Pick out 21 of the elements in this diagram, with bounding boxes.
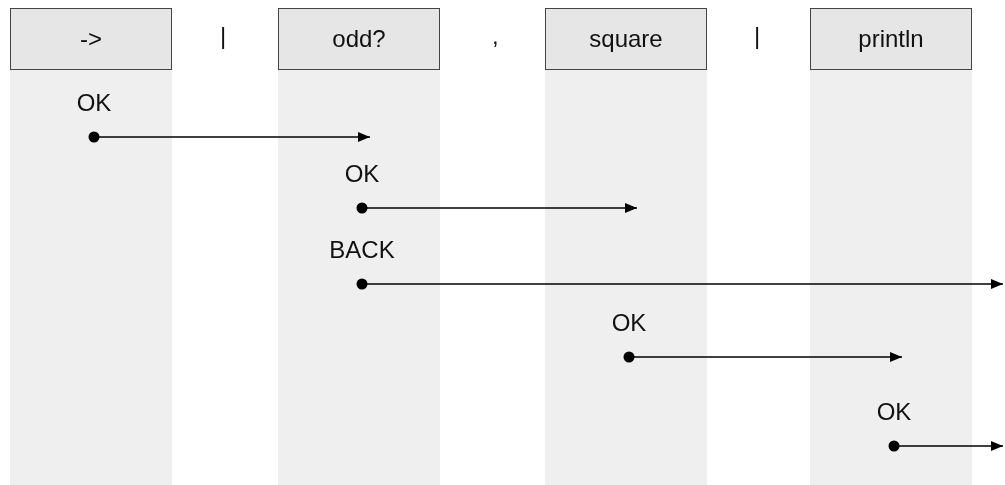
separator-symbol: |: [754, 22, 761, 50]
edge-label: OK: [344, 160, 380, 188]
separator-symbol: |: [220, 22, 227, 50]
lane-column: [545, 8, 707, 485]
lane-header-box: println: [810, 8, 972, 70]
lane-column: [810, 8, 972, 485]
edge-label: OK: [76, 89, 112, 117]
lane-header-box: ->: [10, 8, 172, 70]
lane-header-box: square: [545, 8, 707, 70]
separator-symbol: ,: [492, 22, 499, 50]
arrow: [88, 131, 371, 143]
lane-column: [10, 8, 172, 485]
edge-label: BACK: [329, 236, 395, 264]
arrow: [356, 202, 638, 214]
lane-header-box: odd?: [278, 8, 440, 70]
arrow: [888, 440, 1004, 452]
arrow: [623, 351, 903, 363]
edge-label: OK: [611, 309, 647, 337]
arrow: [356, 278, 1004, 290]
lane-column: [278, 8, 440, 485]
edge-label: OK: [876, 398, 912, 426]
